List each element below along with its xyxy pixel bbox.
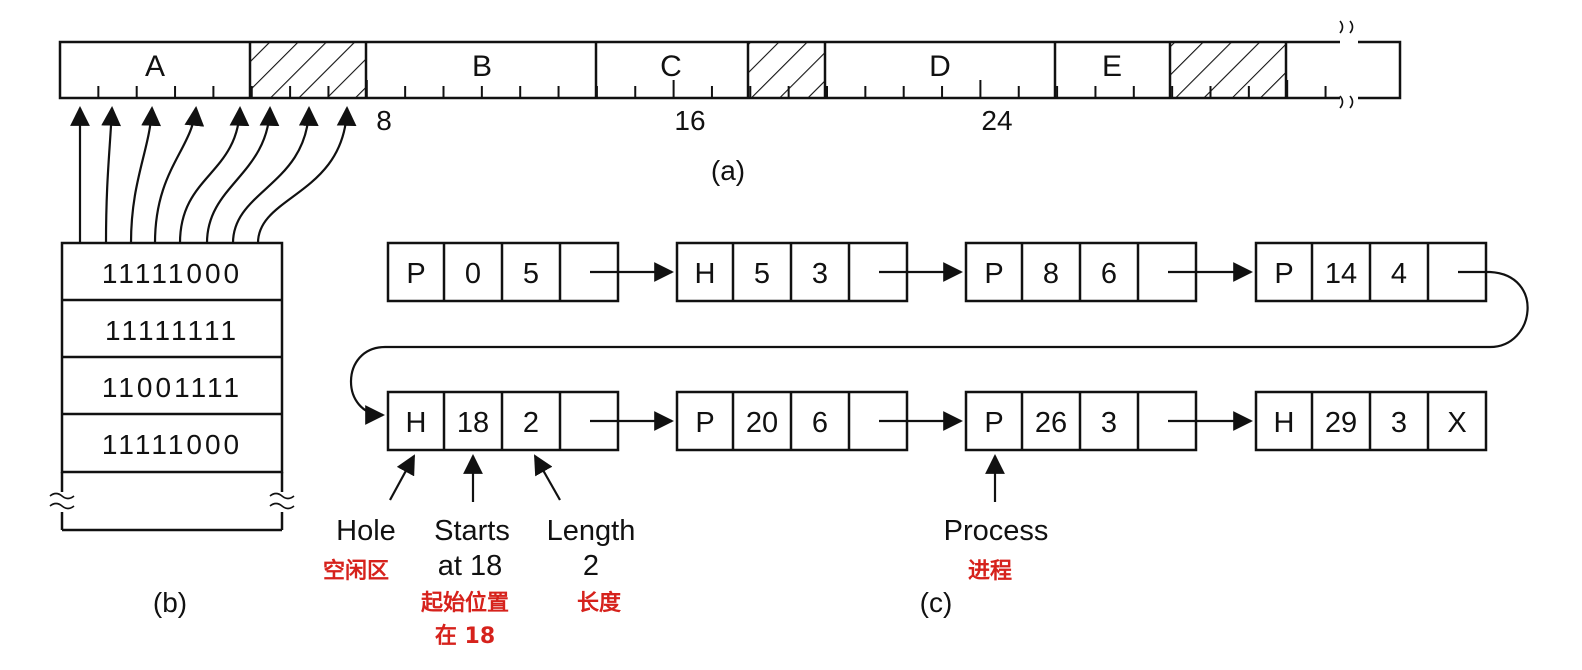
list-node: H 29 3 X bbox=[1254, 390, 1488, 452]
process-label-zh: 进程 bbox=[968, 559, 1012, 584]
annotation-arrows bbox=[389, 454, 1005, 502]
hole-label-zh: 空闲区 bbox=[323, 558, 389, 584]
bitmap-row: 11111000 bbox=[102, 429, 242, 460]
list-node: P 20 6 bbox=[675, 390, 909, 452]
tick-label-24: 24 bbox=[981, 105, 1012, 136]
node-type: P bbox=[406, 258, 425, 290]
bit-arrow bbox=[256, 106, 357, 244]
node-start: 14 bbox=[1325, 258, 1357, 290]
length-label-zh: 长度 bbox=[577, 590, 622, 616]
node-length: 3 bbox=[1391, 407, 1407, 439]
node-end-marker: X bbox=[1447, 407, 1466, 439]
segment-label-c: C bbox=[660, 50, 682, 83]
wrap-pointer-arrow bbox=[350, 270, 1529, 425]
starts-label-zh: 起始位置 bbox=[420, 590, 509, 616]
bit-arrow bbox=[231, 106, 319, 244]
segment-label-b: B bbox=[472, 50, 492, 83]
segment-dividers bbox=[248, 42, 1288, 98]
node-type: P bbox=[984, 407, 1003, 439]
list-node: H 5 3 bbox=[675, 241, 909, 303]
tick-label-16: 16 bbox=[674, 105, 705, 136]
strip-outline-end bbox=[1358, 40, 1402, 100]
node-length: 6 bbox=[812, 407, 828, 439]
segment-label-d: D bbox=[929, 50, 951, 83]
break-mark bbox=[49, 492, 295, 510]
strip-outline bbox=[58, 40, 1340, 100]
caption-c: (c) bbox=[920, 587, 953, 618]
length-label: Length bbox=[547, 515, 636, 547]
memory-strip: A B C D E 8 16 24 bbox=[58, 20, 1402, 136]
bitmap-row: 11001111 bbox=[102, 372, 242, 403]
segment-label-a: A bbox=[145, 50, 165, 83]
node-type: H bbox=[1274, 407, 1295, 439]
node-start: 18 bbox=[457, 407, 489, 439]
unit-ticks bbox=[97, 80, 1327, 98]
hole-segment bbox=[748, 42, 825, 98]
node-start: 29 bbox=[1325, 407, 1357, 439]
node-type: H bbox=[695, 258, 716, 290]
length-value-label: 2 bbox=[583, 550, 599, 582]
bit-arrow bbox=[178, 106, 250, 244]
list-node: P 14 4 bbox=[1254, 241, 1488, 303]
linked-list-row-1: P 0 5 H 5 3 P 8 6 P 14 bbox=[386, 241, 1488, 303]
bitmap-row: 11111000 bbox=[102, 258, 242, 289]
hole-segment bbox=[1170, 42, 1286, 98]
list-node: P 0 5 bbox=[386, 241, 620, 303]
linked-list-row-2: H 18 2 P 20 6 P 26 3 H 29 bbox=[386, 390, 1488, 452]
node-length: 2 bbox=[523, 407, 539, 439]
bit-arrow bbox=[129, 106, 162, 244]
starts-label: Starts bbox=[434, 515, 510, 547]
caption-a: (a) bbox=[711, 155, 745, 186]
starts-at-label: at 18 bbox=[438, 550, 503, 582]
node-type: P bbox=[695, 407, 714, 439]
node-start: 8 bbox=[1043, 258, 1059, 290]
list-node: P 8 6 bbox=[964, 241, 1198, 303]
break-mark bbox=[1339, 20, 1354, 109]
process-label: Process bbox=[944, 515, 1049, 547]
node-length: 5 bbox=[523, 258, 539, 290]
list-node: P 26 3 bbox=[964, 390, 1198, 452]
starts-at-label-zh: 在 18 bbox=[435, 623, 495, 649]
node-length: 3 bbox=[1101, 407, 1117, 439]
node-start: 20 bbox=[746, 407, 778, 439]
bit-arrow bbox=[153, 106, 205, 244]
caption-b: (b) bbox=[153, 587, 187, 618]
node-type: H bbox=[406, 407, 427, 439]
segment-label-e: E bbox=[1102, 50, 1122, 83]
node-start: 5 bbox=[754, 258, 770, 290]
bitmap-row: 11111111 bbox=[105, 315, 239, 346]
node-length: 6 bbox=[1101, 258, 1117, 290]
node-type: P bbox=[1274, 258, 1293, 290]
bitmap-table: 11111000 11111111 11001111 11111000 bbox=[49, 241, 295, 532]
node-type: P bbox=[984, 258, 1003, 290]
bit-arrow bbox=[205, 106, 280, 244]
node-start: 0 bbox=[465, 258, 481, 290]
node-start: 26 bbox=[1035, 407, 1067, 439]
list-node: H 18 2 bbox=[386, 390, 620, 452]
bitmap-to-memory-arrows bbox=[70, 106, 357, 244]
bit-arrow bbox=[101, 106, 122, 244]
tick-label-8: 8 bbox=[376, 105, 392, 136]
node-length: 4 bbox=[1391, 258, 1407, 290]
hole-label: Hole bbox=[336, 515, 396, 547]
hole-segment bbox=[250, 42, 366, 98]
node-length: 3 bbox=[812, 258, 828, 290]
